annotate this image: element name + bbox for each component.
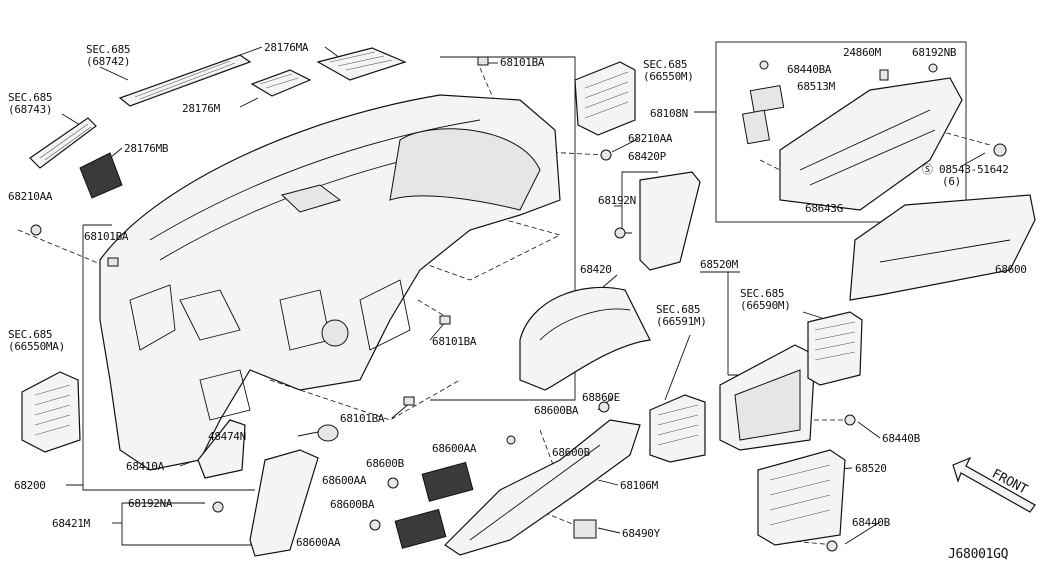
glove-box-inner-68108n xyxy=(741,77,963,211)
glove-box-lid-68600 xyxy=(849,194,1036,301)
switch-68600ba-bottom xyxy=(394,508,447,549)
label-68200: 68200 xyxy=(14,479,46,492)
instrument-panel-68200 xyxy=(99,94,561,471)
label-48474n: 48474N xyxy=(208,430,246,443)
label-68860e: 68860E xyxy=(582,391,620,404)
diagram-code: J68001GQ xyxy=(948,547,1009,562)
label-68600ba-bottom: 68600BA xyxy=(330,498,375,511)
speaker-grille-28176mb xyxy=(79,152,123,199)
label-sec685-66591m-b: (66591M) xyxy=(656,315,707,328)
defroster-grille-68742 xyxy=(118,54,252,107)
label-sec685-66591m-a: SEC.685 xyxy=(656,303,700,316)
label-68520: 68520 xyxy=(855,462,887,475)
center-vent-66590m xyxy=(807,311,863,386)
label-68410a: 68410A xyxy=(126,460,165,473)
label-68600: 68600 xyxy=(995,263,1027,276)
label-24860m: 24860M xyxy=(843,46,882,59)
fasteners xyxy=(30,56,1007,552)
label-sec685-66590m-a: SEC.685 xyxy=(740,287,784,300)
speaker-grille-28176m xyxy=(250,69,312,97)
label-28176ma: 28176MA xyxy=(264,41,309,54)
switch-68600b-left xyxy=(421,461,474,502)
label-68192nb: 68192NB xyxy=(912,46,957,59)
clip-68490y xyxy=(573,519,597,539)
label-68600aa-bottom: 68600AA xyxy=(296,536,341,549)
lower-cover-68410a xyxy=(197,419,246,479)
center-cluster-68520m xyxy=(719,344,816,451)
speaker-grille-28176ma xyxy=(316,47,407,81)
label-68600aa-top: 68600AA xyxy=(432,442,477,455)
label-sec685-68743-b: (68743) xyxy=(8,103,52,116)
label-08543-qty: (6) xyxy=(942,175,961,188)
side-finisher-68421m xyxy=(249,449,319,557)
label-68600ba-top: 68600BA xyxy=(534,404,579,417)
label-sec685-66550m-a: SEC.685 xyxy=(643,58,687,71)
label-68101ba-left: 68101BA xyxy=(84,230,129,243)
label-sec685-68743-a: SEC.685 xyxy=(8,91,52,104)
label-68643g: 68643G xyxy=(805,202,843,215)
label-sec685-68742-b: (68742) xyxy=(86,55,130,68)
cluster-lid-68520 xyxy=(757,449,846,546)
label-68108n: 68108N xyxy=(650,107,688,120)
label-68600aa-mid: 68600AA xyxy=(322,474,367,487)
label-68101ba-mid: 68101BA xyxy=(432,335,477,348)
label-sec685-66550ma-a: SEC.685 xyxy=(8,328,52,341)
label-68420: 68420 xyxy=(580,263,612,276)
ring-48474n xyxy=(317,424,339,442)
center-vent-66550m xyxy=(574,61,636,136)
label-28176m: 28176M xyxy=(182,102,221,115)
label-68106m: 68106M xyxy=(620,479,659,492)
label-08543: Ⓢ 08543-51642 xyxy=(922,163,1009,176)
side-vent-66550ma xyxy=(21,371,81,453)
label-28176mb: 28176MB xyxy=(124,142,169,155)
label-sec685-68742-a: SEC.685 xyxy=(86,43,130,56)
finisher-68420p xyxy=(639,171,701,271)
label-68192n: 68192N xyxy=(598,194,636,207)
label-68440b-bottom: 68440B xyxy=(852,516,891,529)
cluster-hood-68420 xyxy=(519,286,651,391)
label-68440b-top: 68440B xyxy=(882,432,921,445)
label-68101ba-bottom: 68101BA xyxy=(340,412,385,425)
center-vent-66591m xyxy=(649,394,706,463)
label-68600b-left: 68600B xyxy=(366,457,405,470)
callout-labels: SEC.685 (68742) SEC.685 (68743) 28176MA … xyxy=(8,41,1030,562)
front-arrow xyxy=(952,456,1036,513)
label-68513m: 68513M xyxy=(797,80,836,93)
label-68210aa-left: 68210AA xyxy=(8,190,53,203)
label-68192na: 68192NA xyxy=(128,497,173,510)
label-sec685-66550ma-b: (66550MA) xyxy=(8,340,65,353)
label-68520m: 68520M xyxy=(700,258,739,271)
side-defroster-68743 xyxy=(29,117,97,169)
label-68420p: 68420P xyxy=(628,150,667,163)
label-sec685-66550m-b: (66550M) xyxy=(643,70,694,83)
label-68101ba-top: 68101BA xyxy=(500,56,545,69)
label-68600b-right: 68600B xyxy=(552,446,591,459)
label-68440ba: 68440BA xyxy=(787,63,832,76)
label-68490y: 68490Y xyxy=(622,527,661,540)
label-68210aa-right: 68210AA xyxy=(628,132,673,145)
label-68421m: 68421M xyxy=(52,517,91,530)
label-sec685-66590m-b: (66590M) xyxy=(740,299,791,312)
lower-finisher-68106m xyxy=(444,419,641,556)
